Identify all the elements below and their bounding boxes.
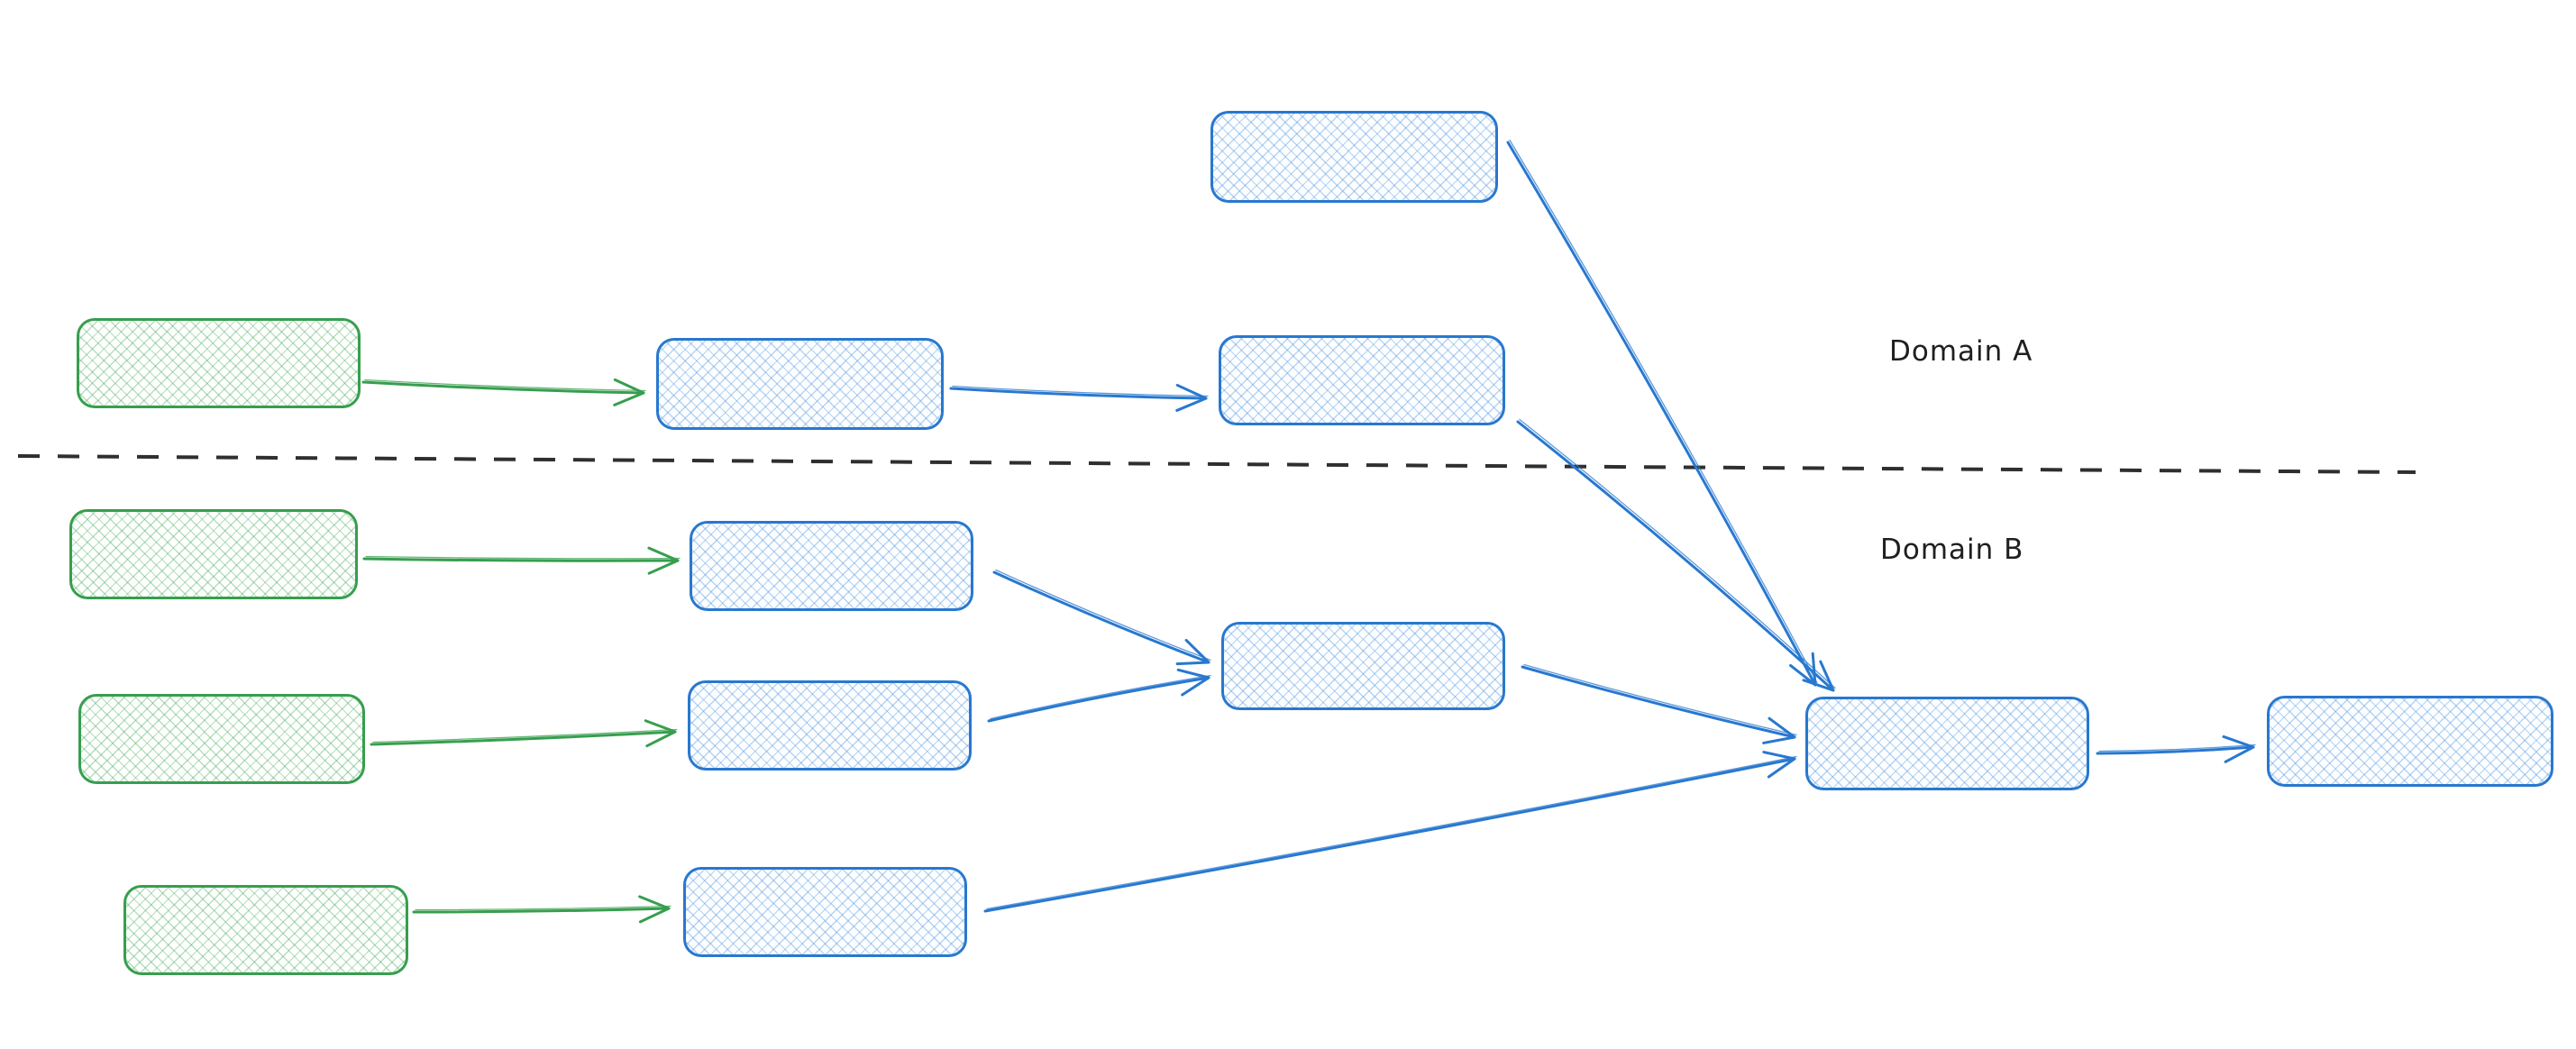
blue-box-top[interactable]: [1210, 111, 1498, 203]
domain-a-label[interactable]: Domain A: [1889, 335, 2033, 368]
blue-box-final[interactable]: [2267, 696, 2553, 787]
edge-top-to-prefinal[interactable]: [1506, 139, 1818, 687]
edge-prefinal-to-final[interactable]: [2096, 734, 2256, 763]
edge-source-a-to-a1[interactable]: [361, 378, 646, 406]
green-box-b2[interactable]: [78, 694, 365, 784]
edge-a1-to-a2[interactable]: [949, 383, 1209, 412]
blue-box-a1[interactable]: [656, 338, 944, 430]
blue-box-a2[interactable]: [1219, 335, 1505, 425]
blue-box-b2[interactable]: [688, 680, 972, 771]
blue-box-b1[interactable]: [690, 521, 973, 611]
edge-merge-to-prefinal[interactable]: [1521, 663, 1797, 744]
blue-box-merge[interactable]: [1221, 622, 1505, 710]
green-box-b1[interactable]: [69, 509, 358, 599]
green-box-b3[interactable]: [123, 885, 408, 975]
edge-b2-to-merge[interactable]: [987, 668, 1211, 723]
edge-source-b2-to-b2[interactable]: [370, 719, 678, 748]
blue-box-b3[interactable]: [683, 867, 967, 957]
edge-b3-to-prefinal[interactable]: [983, 751, 1797, 913]
edge-source-b1-to-b1[interactable]: [362, 546, 681, 575]
green-box-domain-a[interactable]: [77, 318, 361, 408]
edge-a2-to-prefinal[interactable]: [1516, 418, 1836, 692]
edge-source-b3-to-b3[interactable]: [412, 895, 671, 924]
edge-b1-to-merge[interactable]: [992, 569, 1211, 666]
domain-separator-line[interactable]: [17, 454, 2416, 474]
blue-box-prefinal[interactable]: [1805, 697, 2089, 790]
domain-b-label[interactable]: Domain B: [1880, 534, 2024, 566]
